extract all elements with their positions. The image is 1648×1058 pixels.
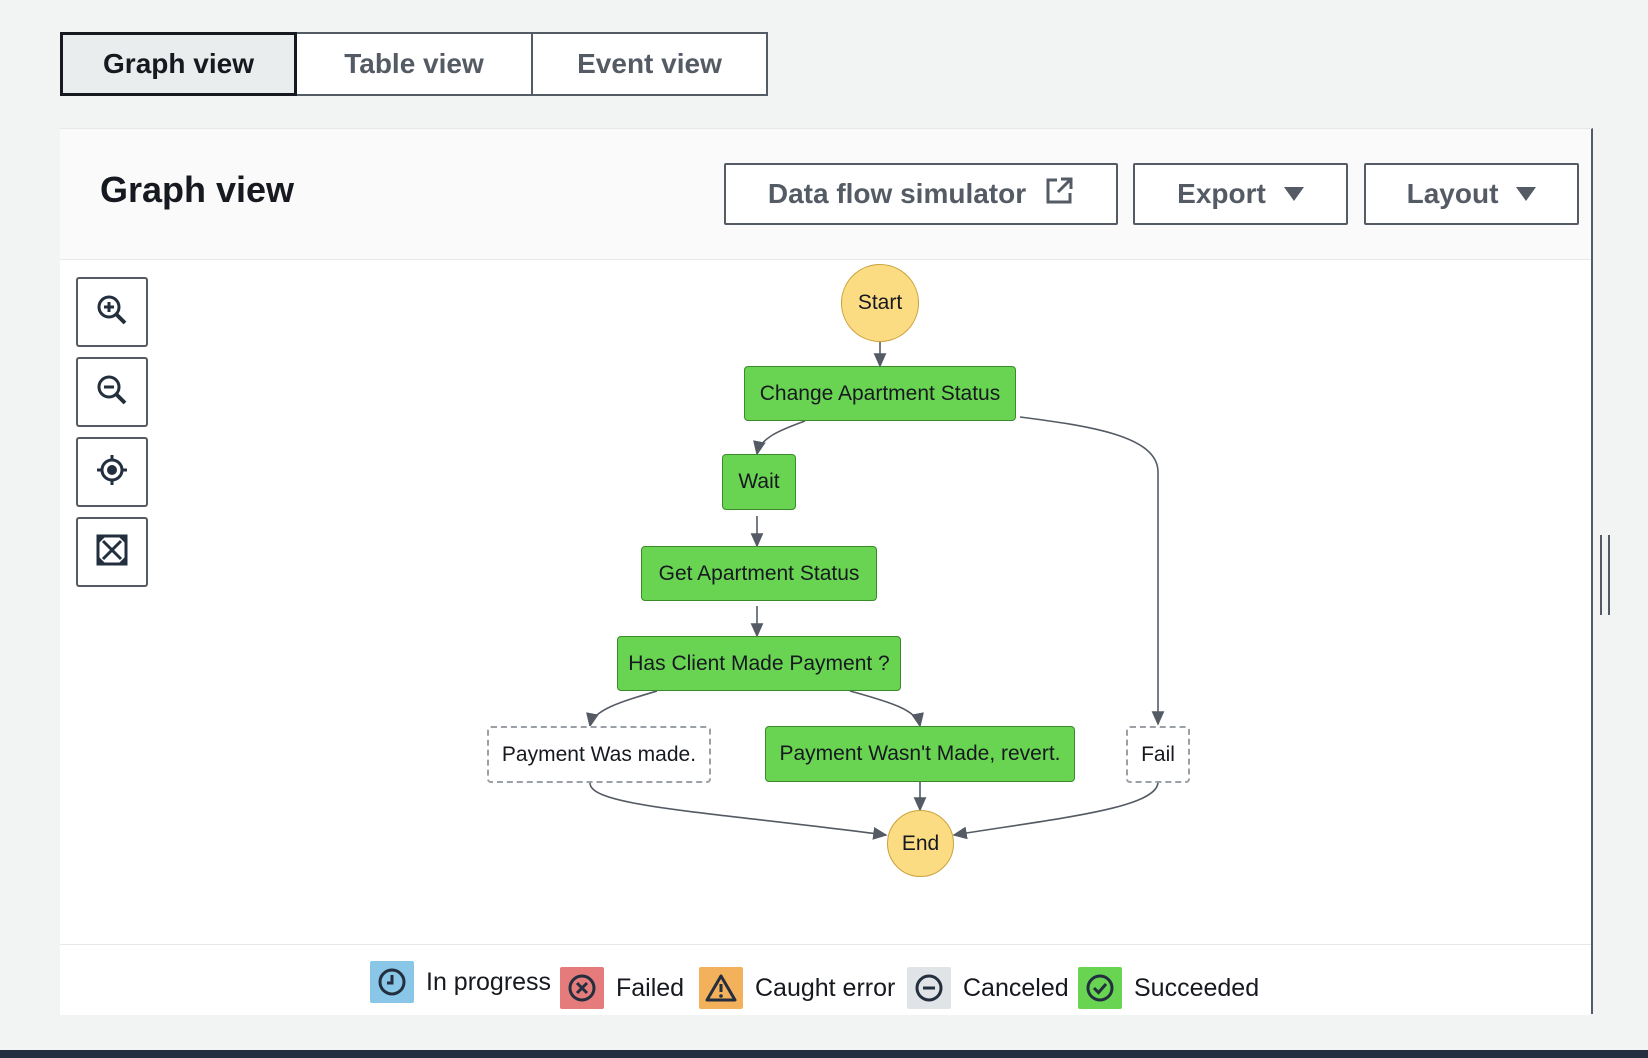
- legend-failed: Failed: [560, 967, 684, 1009]
- legend-label: Caught error: [755, 973, 896, 1002]
- graph-panel: Graph view Data flow simulator Export La…: [60, 128, 1593, 1015]
- tab-graph-view[interactable]: Graph view: [60, 32, 297, 96]
- external-link-icon: [1044, 176, 1074, 213]
- bottom-bar: [0, 1050, 1648, 1058]
- warning-icon: [699, 967, 743, 1009]
- legend-succeeded: Succeeded: [1078, 967, 1259, 1009]
- state-get-apartment-status[interactable]: Get Apartment Status: [641, 546, 877, 601]
- zoom-out-button[interactable]: [76, 357, 148, 427]
- status-legend: In progress Failed Caught error: [60, 944, 1591, 1015]
- data-flow-simulator-button[interactable]: Data flow simulator: [724, 163, 1118, 225]
- edge-change-to-fail: [1019, 416, 1165, 726]
- zoom-in-button[interactable]: [76, 277, 148, 347]
- state-fail[interactable]: Fail: [1126, 726, 1190, 783]
- state-change-apartment-status[interactable]: Change Apartment Status: [744, 366, 1016, 421]
- state-payment-was-made[interactable]: Payment Was made.: [487, 726, 711, 783]
- edge-fail-to-end: [952, 781, 1159, 840]
- edge-change-to-wait: [753, 420, 806, 456]
- legend-label: Failed: [616, 973, 685, 1002]
- edge-payment-made-to-end: [589, 782, 888, 840]
- tab-table-view[interactable]: Table view: [297, 32, 533, 96]
- graph-edges: [586, 341, 1165, 840]
- legend-label: In progress: [426, 967, 552, 996]
- layout-button[interactable]: Layout: [1364, 163, 1579, 225]
- panel-header: Graph view Data flow simulator Export La…: [60, 129, 1591, 260]
- legend-canceled: Canceled: [907, 967, 1069, 1009]
- fit-to-screen-button[interactable]: [76, 517, 148, 587]
- export-label: Export: [1177, 178, 1266, 209]
- end-node[interactable]: End: [887, 810, 954, 877]
- state-wait[interactable]: Wait: [722, 454, 796, 510]
- zoom-out-icon: [95, 373, 129, 412]
- legend-in-progress: In progress: [370, 961, 551, 1003]
- clock-icon: [370, 961, 414, 1003]
- fit-to-screen-icon: [95, 533, 129, 572]
- layout-label: Layout: [1406, 178, 1499, 209]
- state-has-client-made-payment[interactable]: Has Client Made Payment ?: [617, 636, 901, 691]
- data-flow-simulator-label: Data flow simulator: [767, 178, 1027, 209]
- legend-label: Canceled: [963, 973, 1069, 1002]
- center-icon: [95, 453, 129, 492]
- zoom-in-icon: [95, 293, 129, 332]
- edge-choice-to-revert: [849, 690, 924, 728]
- check-circle-icon: [1078, 967, 1122, 1009]
- legend-caught-error: Caught error: [699, 967, 895, 1009]
- legend-label: Succeeded: [1134, 973, 1260, 1002]
- panel-title: Graph view: [100, 169, 295, 210]
- center-button[interactable]: [76, 437, 148, 507]
- x-circle-icon: [560, 967, 604, 1009]
- caret-down-icon: [1516, 187, 1537, 201]
- panel-resize-handle[interactable]: [1600, 535, 1610, 615]
- caret-down-icon: [1283, 187, 1304, 201]
- edge-choice-to-payment-made: [586, 690, 658, 728]
- tab-event-view[interactable]: Event view: [533, 32, 768, 96]
- export-button[interactable]: Export: [1133, 163, 1348, 225]
- minus-circle-icon: [907, 967, 951, 1009]
- view-tabs: Graph view Table view Event view: [60, 32, 768, 96]
- start-node[interactable]: Start: [841, 264, 919, 342]
- state-payment-wasnt-made-revert[interactable]: Payment Wasn't Made, revert.: [765, 726, 1075, 782]
